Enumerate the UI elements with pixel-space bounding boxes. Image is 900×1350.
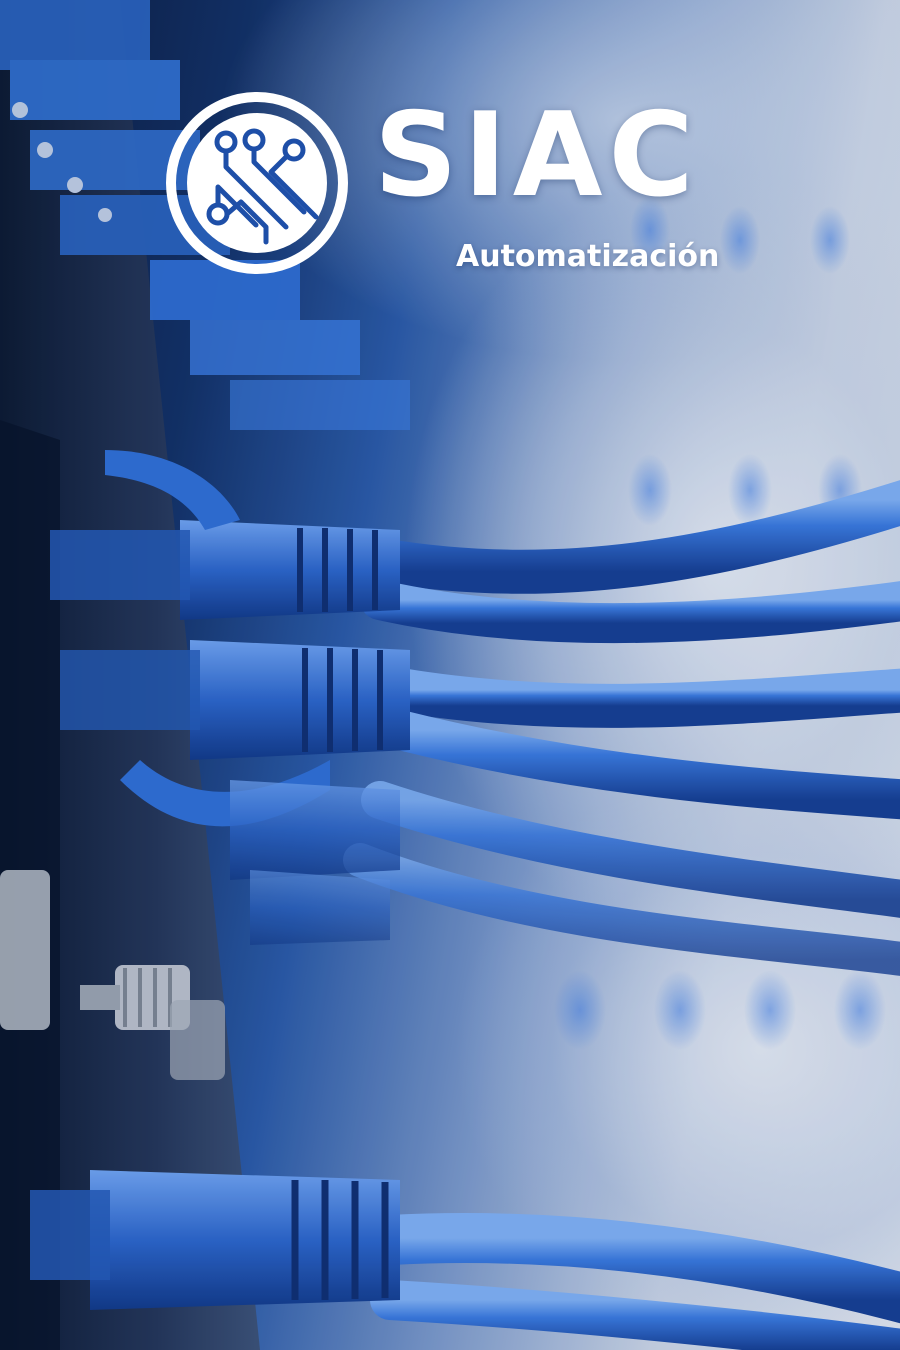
- circuit-traces-icon: [166, 92, 348, 274]
- background-ports: [554, 196, 886, 1050]
- rj45-connectors: [30, 450, 410, 1310]
- brand-wordmark: SIAC: [374, 88, 700, 223]
- brand-tagline: Automatización: [456, 239, 720, 274]
- thumbscrews: [0, 870, 225, 1080]
- upper-ports: [0, 0, 410, 430]
- siac-logo: SIAC Automatización: [166, 92, 736, 282]
- blue-cables: [343, 480, 900, 1350]
